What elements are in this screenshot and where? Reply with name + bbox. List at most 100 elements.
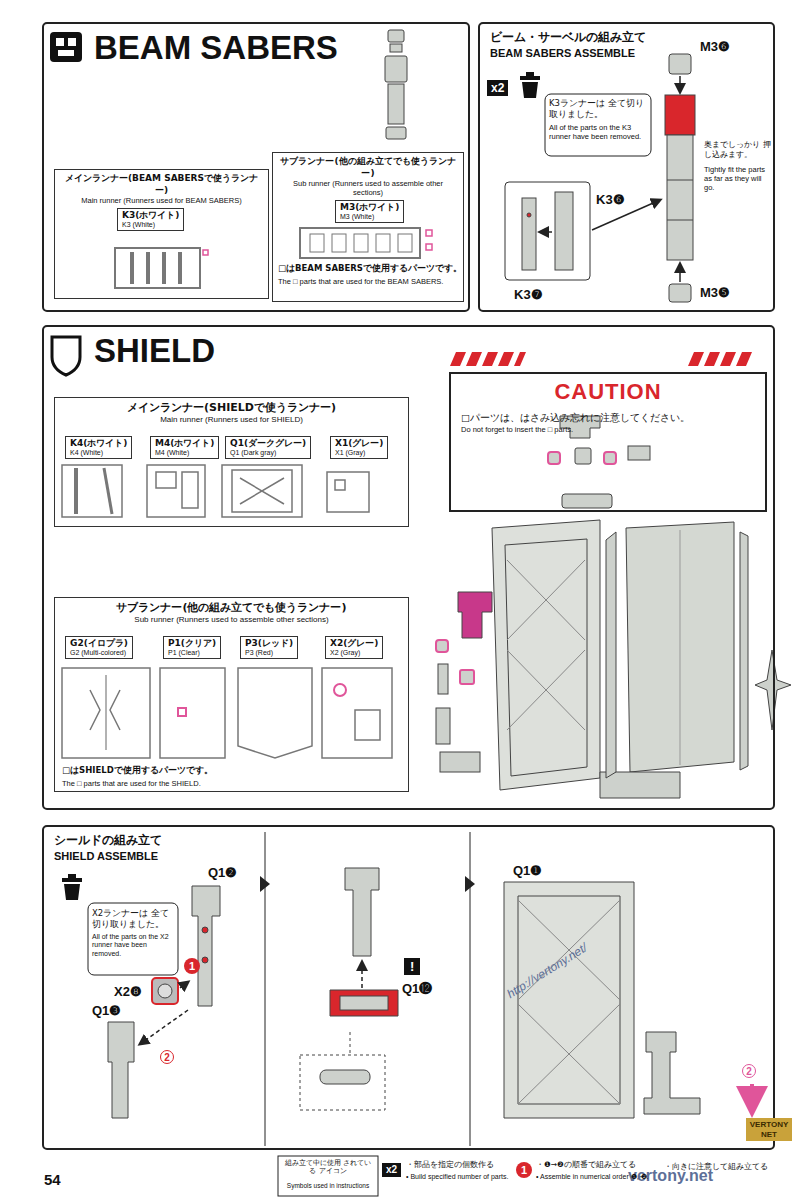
icon-legend-title: 組み立て中に使用 されている アイコン (282, 1159, 374, 1176)
runner-tag: M4(ホワイト)M4 (White) (150, 436, 219, 459)
runner-heading: メインランナー(BEAM SABERSで使うランナー) (59, 173, 264, 196)
runner-name: X2(グレー) (330, 638, 378, 649)
caution-note: □パーツは、はさみ込み忘れに注意してください。 (461, 412, 755, 424)
trash-icon (62, 874, 82, 900)
watermark: http://vertony.net/ (505, 941, 589, 1000)
runner-name: P1(クリア) (168, 638, 216, 649)
callout-number: M3❻ (700, 40, 730, 53)
runner-name-en: G2 (Multi-colored) (70, 649, 128, 657)
attention-icon: ! (404, 958, 420, 975)
runner-tag: G2(イロプラ)G2 (Multi-colored) (65, 636, 133, 659)
note-balloon (88, 903, 178, 975)
runner-name: P3(レッド) (245, 638, 293, 649)
runner-name: K3(ホワイト) (122, 210, 179, 221)
step-order: 1 (184, 958, 200, 974)
fit-note: 奥までしっかり 押し込みます。 (704, 140, 772, 161)
runner-name: K4(ホワイト) (70, 438, 127, 449)
runner-name-en: P1 (Clear) (168, 649, 216, 657)
runner-tag: K4(ホワイト)K4 (White) (65, 436, 132, 459)
step-order: 2 (742, 1064, 756, 1078)
footer-box (278, 1156, 378, 1196)
runner-name-en: X2 (Gray) (330, 649, 378, 657)
fit-note-en: Tightly fit the parts as far as they wil… (704, 165, 772, 192)
step-title-en: SHIELD ASSEMBLE (54, 849, 763, 863)
quantity-icon: x2 (382, 1163, 401, 1177)
runner-tag: X1(グレー)X1 (Gray) (330, 436, 388, 459)
icon-legend-text: ・❶→❷の順番で組み立てる (536, 1160, 636, 1169)
section-panel: SHIELD メインランナー(SHIELDで使うランナー)Main runner … (42, 325, 775, 810)
inset-box (505, 182, 590, 280)
callout-number: K3❻ (596, 193, 625, 206)
parts-note: □はBEAM SABERSで使用するパーツです。 (278, 263, 463, 273)
callout-number: Q1❶ (513, 864, 542, 877)
removed-note: K3ランナーは 全て切り取りました。 (549, 98, 647, 120)
step-title: シールドの組み立て (54, 833, 763, 849)
runner-box: メインランナー(BEAM SABERSで使うランナー)Main runner (… (54, 169, 269, 299)
runner-name-en: M3 (White) (340, 213, 399, 221)
icon-legend-text-en: • Assemble in numerical order ❶, ❷. (536, 1173, 649, 1181)
quantity-icon: x2 (487, 80, 508, 96)
trash-icon (520, 72, 540, 98)
runner-heading-en: Main runner (Runners used for SHIELD) (59, 415, 404, 425)
runner-heading-en: Main runner (Runners used for BEAM SABER… (59, 196, 264, 205)
section-title: SHIELD (94, 333, 773, 369)
step-divider (260, 832, 475, 1146)
parts-note: □はSHIELDで使用するパーツです。 (62, 765, 362, 775)
runner-name-en: X1 (Gray) (335, 449, 383, 457)
part-drawing (665, 54, 695, 302)
part-drawing (548, 416, 650, 464)
runner-tag: P3(レッド)P3 (Red) (240, 636, 298, 659)
section-title: BEAM SABERS (94, 30, 468, 66)
callout-number: Q1❷ (208, 866, 237, 879)
watermark-badge: VERTONY NET (746, 1118, 792, 1141)
part-drawing (385, 30, 407, 139)
runner-name-en: P3 (Red) (245, 649, 293, 657)
removed-note-en: All of the parts on the X2 runner have b… (92, 933, 174, 958)
callout-number: M3❺ (700, 286, 730, 299)
icon-legend-text: ・向きに注意して組み立てる (664, 1162, 792, 1171)
note-balloon (545, 94, 651, 156)
runner-drawing (115, 248, 208, 288)
runner-tag: Q1(ダークグレー)Q1 (Dark gray) (225, 436, 311, 459)
runner-heading-en: Sub runner (Runners used to assemble oth… (59, 615, 404, 625)
step-order: 1 (516, 1162, 532, 1178)
removed-note: X2ランナーは 全て切り取りました。 (92, 908, 174, 930)
parts-note-en: The □ parts that are used for the SHIELD… (62, 779, 362, 788)
icon-legend-text: ・部品を指定の個数作る (406, 1160, 494, 1169)
runner-heading-en: Sub runner (Runners used to assemble oth… (277, 179, 459, 197)
runner-name-en: K4 (White) (70, 449, 127, 457)
caution-box: CAUTION □パーツは、はさみ込み忘れに注意してください。Do not for… (449, 372, 767, 512)
shield-drawing (436, 494, 791, 798)
caution-stripes (450, 352, 752, 366)
runner-name: M3(ホワイト) (340, 202, 399, 213)
part-drawing (108, 868, 700, 1118)
runner-tag: K3(ホワイト)K3 (White) (117, 208, 184, 231)
callout-number: Q1⓬ (402, 982, 432, 995)
runner-drawing (300, 228, 432, 258)
runner-name: X1(グレー) (335, 438, 383, 449)
runner-name-en: Q1 (Dark gray) (230, 449, 306, 457)
callout-number: K3❼ (514, 288, 543, 301)
runner-heading: サブランナー(他の組み立てでも使うランナー) (59, 601, 404, 615)
callout-number: X2❽ (114, 985, 142, 998)
runner-name-en: M4 (White) (155, 449, 214, 457)
removed-note-en: All of the parts on the K3 runner have b… (549, 123, 647, 141)
runner-name: G2(イロプラ) (70, 638, 128, 649)
runner-name-en: K3 (White) (122, 221, 179, 229)
caution-title: CAUTION (554, 380, 661, 404)
runner-box: サブランナー(他の組み立てでも使うランナー)Sub runner (Runner… (54, 597, 409, 792)
runner-name: M4(ホワイト) (155, 438, 214, 449)
runner-tag: P1(クリア)P1 (Clear) (163, 636, 221, 659)
step-order: 2 (160, 1050, 174, 1064)
runner-heading: サブランナー(他の組み立てでも使うランナー) (277, 156, 459, 179)
runner-tag: M3(ホワイト)M3 (White) (335, 200, 404, 223)
caution-note-en: Do not forget to insert the □ parts. (461, 425, 755, 435)
runner-tag: X2(グレー)X2 (Gray) (325, 636, 383, 659)
icon-legend-title-en: Symbols used in instructions (282, 1182, 374, 1190)
parts-note-en: The □ parts that are used for the BEAM S… (278, 277, 463, 286)
runner-name: Q1(ダークグレー) (230, 438, 306, 449)
page-number: 54 (44, 1172, 61, 1187)
runner-box: メインランナー(SHIELDで使うランナー)Main runner (Runne… (54, 397, 409, 527)
runner-heading: メインランナー(SHIELDで使うランナー) (59, 401, 404, 415)
icon-legend-text-en: • Build specified number of parts. (406, 1173, 508, 1181)
